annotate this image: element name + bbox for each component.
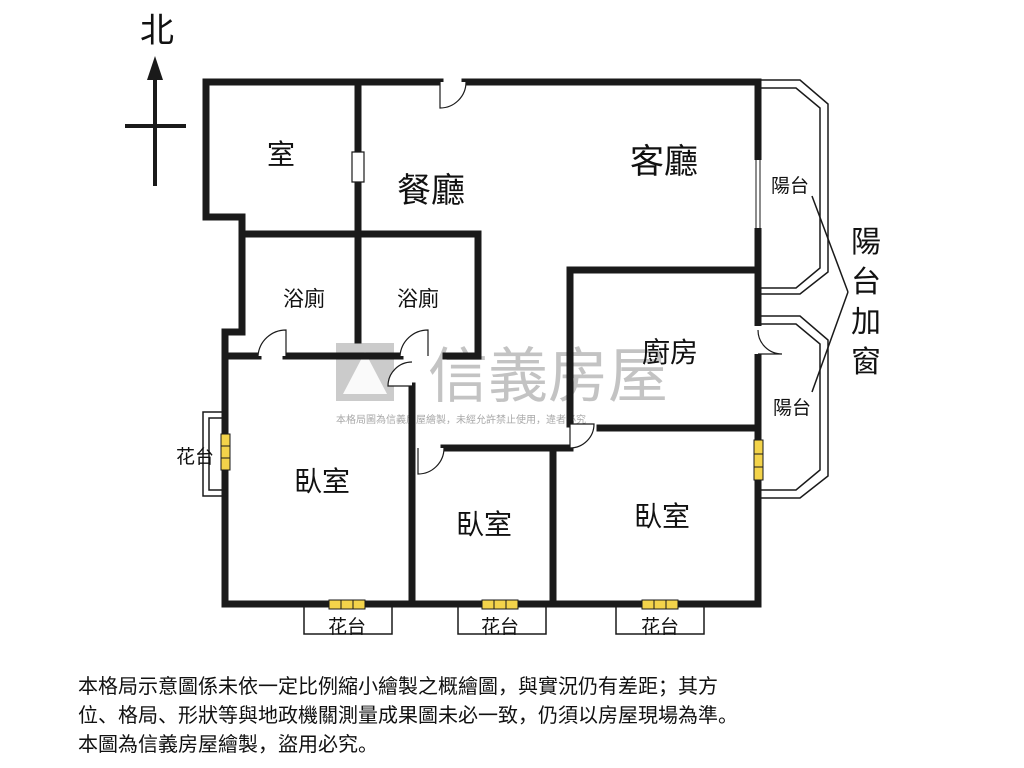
room-labels: 室 餐廳 客廳 浴廁 浴廁 廚房 臥室 臥室 臥室 陽台 陽台 花台 花台 花台… (176, 138, 811, 638)
disclaimer-line-2: 位、格局、形狀等與地政機關測量成果圖未必一致，仍須以房屋現場為準。 (78, 703, 738, 727)
walls (202, 78, 762, 608)
room-label-kitchen: 廚房 (642, 336, 698, 369)
bedroom-2-door (417, 447, 445, 475)
room-label-bedroom-1: 臥室 (294, 465, 350, 498)
window-east (753, 439, 764, 481)
room-label-bedroom-3: 臥室 (634, 500, 690, 533)
annotation-balcony-enclosed: 陽 台 加 窗 (851, 225, 881, 380)
label-planter-b1: 花台 (328, 616, 366, 638)
annotation-leaders (811, 195, 849, 393)
room-label-bedroom-2: 臥室 (456, 508, 512, 541)
bedroom-3-door (569, 423, 595, 449)
balcony-2-outline (758, 315, 829, 499)
balcony-1-inner-outline (758, 87, 821, 289)
room-label-balcony-1: 陽台 (771, 175, 809, 197)
balcony-1-outline (758, 79, 829, 295)
window-south-1 (328, 599, 366, 610)
disclaimer-line-1: 本格局示意圖係未依一定比例縮小繪製之概繪圖，與實況仍有差距；其方 (78, 674, 718, 698)
bath-1-door (257, 329, 287, 357)
planter-left-inner (208, 417, 225, 491)
room-label-dining: 餐廳 (397, 171, 465, 211)
entry-door (439, 81, 467, 109)
north-arrow-icon (147, 56, 163, 80)
north-label: 北 (140, 11, 174, 51)
balcony-bays (758, 79, 829, 499)
kitchen-balcony-door (757, 329, 783, 355)
room-label-bath-2: 浴廁 (397, 287, 439, 311)
outer-wall (202, 78, 762, 608)
annotation-char-3: 加 (851, 305, 881, 340)
room-label-small: 室 (267, 138, 295, 171)
room-label-balcony-2: 陽台 (773, 397, 811, 419)
window-west (220, 433, 231, 471)
planter-left-outline (202, 411, 225, 497)
bath-top-wall (238, 230, 482, 360)
annotation-char-1: 陽 (851, 225, 881, 260)
room-label-bath-1: 浴廁 (283, 287, 325, 311)
label-planter-left: 花台 (176, 446, 214, 468)
bath-2-door (399, 329, 429, 357)
leader-line-1 (811, 195, 849, 293)
planter-b2-outline (457, 604, 547, 635)
planters (202, 411, 705, 635)
room-label-living: 客廳 (630, 142, 698, 182)
annotation-char-4: 窗 (851, 345, 881, 380)
windows (220, 433, 764, 610)
disclaimer: 本格局示意圖係未依一定比例縮小繪製之概繪圖，與實況仍有差距；其方 位、格局、形狀… (78, 672, 978, 759)
doors (257, 81, 783, 475)
planter-b3-outline (615, 604, 705, 635)
window-south-2 (481, 599, 519, 610)
kitchen-wall (566, 266, 762, 428)
balcony-2-inner-outline (758, 323, 821, 491)
leader-line-2 (811, 291, 849, 393)
disclaimer-line-3: 本圖為信義房屋繪製，盜用必究。 (78, 732, 378, 756)
bedroom-1-door (387, 361, 413, 387)
label-planter-b3: 花台 (641, 616, 679, 638)
compass: 北 (125, 11, 186, 186)
planter-b1-outline (303, 604, 393, 635)
label-planter-b2: 花台 (481, 616, 519, 638)
watermark-notice: 本格局圖為信義房屋繪製，未經允許禁止使用，違者必究 (336, 413, 586, 426)
window-south-3 (641, 599, 679, 610)
watermark-logo-mark (343, 352, 387, 394)
balcony-1-opening (754, 160, 762, 228)
small-room-door (351, 151, 365, 183)
annotation-char-2: 台 (851, 265, 881, 300)
